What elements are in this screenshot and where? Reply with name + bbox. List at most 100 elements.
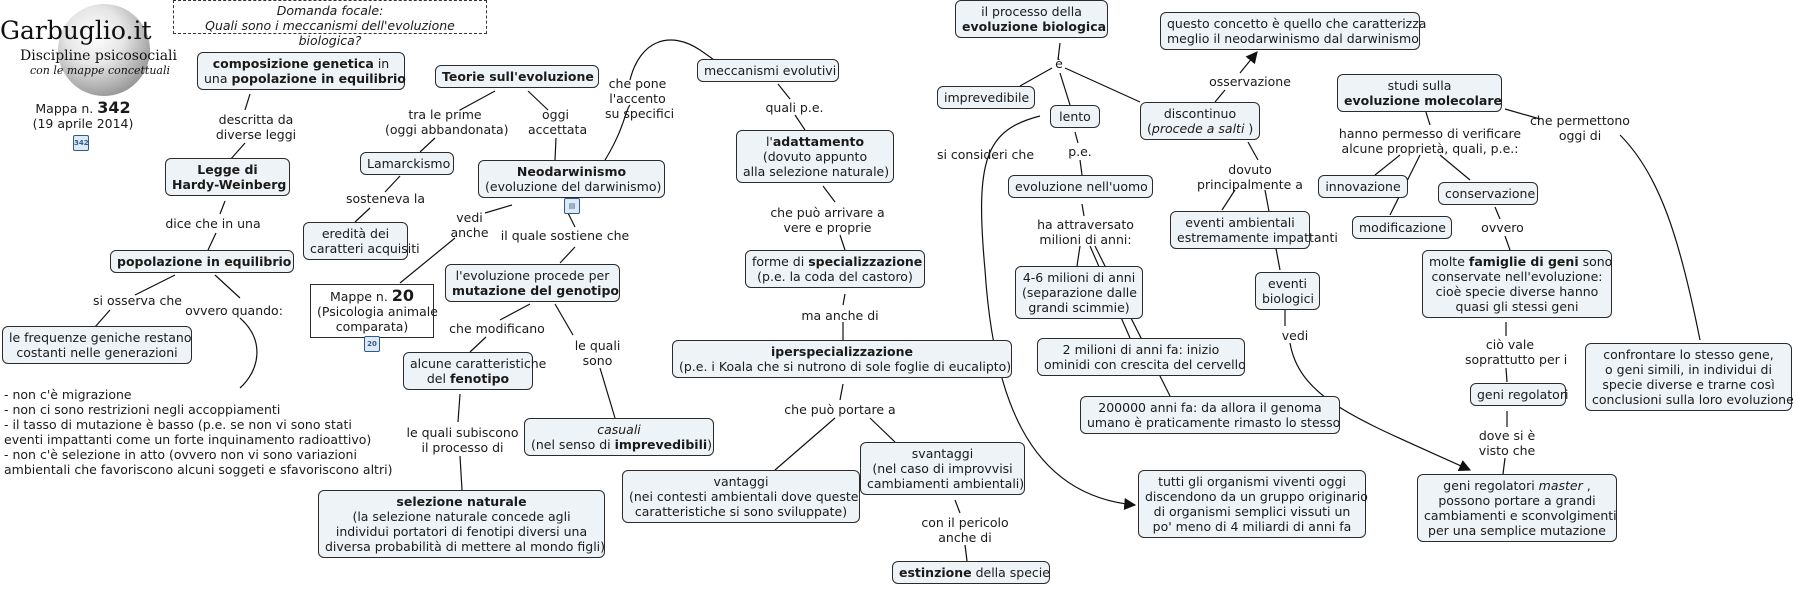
node-conservazione[interactable]: conservazione	[1438, 182, 1538, 205]
link-descritta-hardy	[229, 142, 246, 161]
label-quali-pe: quali p.e.	[765, 100, 824, 115]
link-permettono-confrontare	[1619, 134, 1701, 341]
link-mecc-qualipe	[777, 83, 791, 100]
link-qualipe-adatt	[794, 114, 806, 131]
node-forme[interactable]: forme di specializzazione(p.e. la coda d…	[745, 250, 925, 288]
map-number: 342	[97, 98, 131, 117]
node-innovazione[interactable]: innovazione	[1318, 175, 1408, 198]
node-geni-regolatori[interactable]: geni regolatori	[1470, 383, 1568, 406]
link-teorie-oggi	[527, 90, 549, 111]
link-dice-popolazione	[207, 232, 217, 251]
link-modificano-fenotipo	[469, 336, 487, 353]
conditions-notes: - non c'è migrazione - non ci sono restr…	[4, 387, 393, 477]
map-link-icon-20[interactable]: 20	[364, 336, 380, 352]
node-neodarwinismo[interactable]: Neodarwinismo(evoluzione del darwinismo)	[478, 160, 665, 198]
link-ovvero-notes	[239, 317, 258, 389]
link-e-discontinuo	[1064, 67, 1141, 103]
map-link-icon[interactable]: 342	[73, 135, 89, 151]
label-pe: p.e.	[1068, 144, 1092, 159]
link-popolazione-ovvero	[214, 274, 241, 299]
node-selezione-naturale[interactable]: selezione naturale(la selezione naturale…	[318, 490, 605, 558]
node-meccanismi[interactable]: meccanismi evolutivi	[697, 59, 839, 82]
logo-title: Garbuglio.it	[0, 16, 152, 45]
label-ovvero-quando: ovvero quando:	[185, 303, 283, 318]
node-estinzione[interactable]: estinzione della specie	[892, 561, 1050, 584]
link-disc-osservazione	[1214, 89, 1226, 103]
logo-sphere	[58, 4, 150, 96]
link-sostiene-procede	[559, 246, 576, 264]
link-osserva-frequenze	[94, 309, 111, 328]
logo-tagline: con le mappe concettuali	[30, 64, 171, 77]
node-evoluzione-uomo[interactable]: evoluzione nell'uomo	[1008, 175, 1153, 198]
node-modificazione[interactable]: modificazione	[1352, 216, 1452, 239]
focal-question: Domanda focale: Quali sono i meccanismi …	[173, 0, 487, 48]
node-vantaggi[interactable]: vantaggi(nei contesti ambientali dove qu…	[622, 470, 860, 523]
node-famiglie-geni[interactable]: molte famiglie di geni sono conservate n…	[1422, 250, 1612, 318]
link-hardy-dice	[219, 200, 226, 215]
label-tra-le-prime: tra le prime(oggi abbandonata)	[385, 107, 509, 137]
link-procede-modificano	[499, 303, 531, 321]
link-svantaggi-pericolo	[954, 499, 961, 514]
label-si-consideri: si consideri che	[936, 147, 1035, 162]
node-concetto[interactable]: questo concetto è quello che caratterizz…	[1160, 12, 1426, 50]
map-link-icon-neo[interactable]: ▤	[564, 198, 580, 214]
node-geni-master[interactable]: geni regolatori master , possono portare…	[1417, 474, 1617, 542]
map-date: (19 aprile 2014)	[32, 116, 134, 131]
link-pericolo-estinzione	[964, 544, 968, 562]
arrow-vedi-master	[1289, 342, 1472, 471]
node-iperspecializzazione[interactable]: iperspecializzazione(p.e. i Koala che si…	[672, 340, 1012, 378]
map-label: Mappa n.	[35, 101, 94, 116]
focal-heading: Domanda focale:	[276, 3, 384, 18]
link-lamarck-sosteneva	[384, 175, 401, 193]
link-permesso-innovazione	[1374, 154, 1401, 176]
node-discontinuo[interactable]: discontinuo(procede a salti )	[1140, 102, 1260, 140]
link-e-lento	[1059, 72, 1071, 106]
link-attraversato-m46	[1076, 245, 1081, 267]
link-studi-permettono	[1504, 108, 1541, 120]
link-dove-master	[1502, 457, 1506, 475]
node-popolazione[interactable]: popolazione in equilibrio	[110, 250, 294, 273]
node-lamarckismo[interactable]: Lamarckismo	[360, 152, 454, 175]
link-uomo-attraversato	[1081, 203, 1085, 217]
link-sosteneva-eredita	[354, 207, 371, 223]
link-neo-vedi	[484, 204, 513, 214]
label-osservazione: osservazione	[1209, 74, 1291, 89]
node-teorie[interactable]: Teorie sull'evoluzione	[435, 65, 599, 88]
node-imprevedibile[interactable]: imprevedibile	[937, 86, 1035, 109]
node-casuali[interactable]: casuali(nel senso di imprevedibili)	[524, 418, 714, 456]
node-lento[interactable]: lento	[1050, 105, 1100, 128]
node-composizione[interactable]: composizione genetica in una popolazione…	[197, 52, 406, 90]
link-e-imprevedibile	[1019, 67, 1053, 87]
label-osserva: si osserva che	[93, 293, 182, 308]
node-confrontare[interactable]: confrontare lo stesso gene,o geni simili…	[1585, 343, 1794, 411]
logo-subtitle: Discipline psicosociali	[20, 48, 178, 64]
arrow-consideri-organismi	[981, 115, 1137, 510]
label-sosteneva: sosteneva la	[345, 191, 426, 206]
label-dice: dice che in una	[165, 216, 261, 231]
focal-question-text: Quali sono i meccanismi dell'evoluzione …	[205, 18, 455, 48]
link-permesso-conservazione	[1439, 154, 1471, 181]
link-puoportare-svantaggi	[869, 417, 896, 443]
